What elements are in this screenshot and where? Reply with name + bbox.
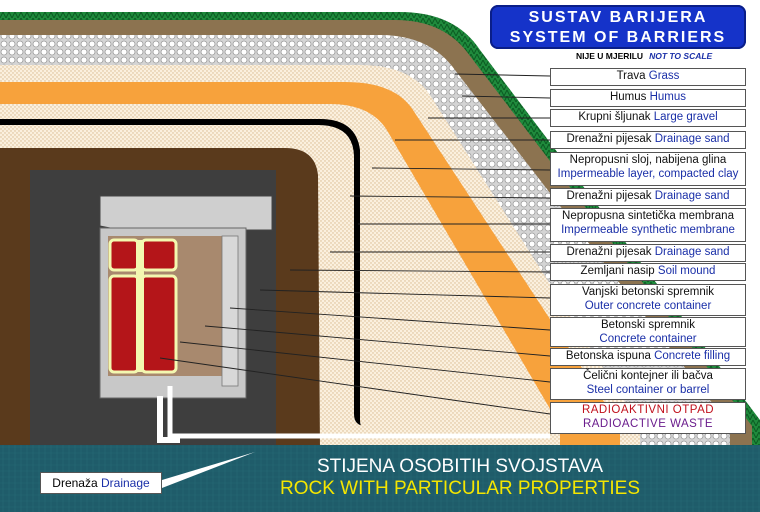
drainage-label-croatian: Drenaža	[52, 476, 98, 490]
label-en: Drainage sand	[654, 246, 730, 258]
barrel	[108, 238, 140, 272]
label-hr: Drenažni pijesak	[566, 190, 652, 202]
label-hr: Krupni šljunak	[578, 111, 651, 123]
leader-line	[461, 95, 551, 99]
leader-line	[204, 325, 551, 357]
label-radioactive-waste: RADIOAKTIVNI OTPAD RADIOACTIVE WASTE	[550, 402, 746, 434]
label-en: Soil mound	[657, 265, 716, 277]
label-en: Drainage sand	[654, 133, 730, 145]
leader-line	[179, 341, 551, 383]
label-en: RADIOACTIVE WASTE	[582, 418, 714, 430]
barrel	[140, 274, 178, 374]
label-en: Impermeable layer, compacted clay	[557, 168, 739, 180]
leader-line	[349, 195, 551, 199]
label-hr: Drenažni pijesak	[566, 246, 652, 258]
scale-note-english: NOT TO SCALE	[649, 51, 713, 61]
label-en: Outer concrete container	[584, 300, 712, 312]
label-hr: Betonska ispuna	[565, 350, 651, 362]
leader-line	[259, 289, 551, 299]
rock-label: STIJENA OSOBITIH SVOJSTAVA ROCK WITH PAR…	[210, 456, 710, 500]
title-english: SYSTEM OF BARRIERS	[509, 29, 727, 46]
leader-line	[289, 269, 551, 273]
rock-label-croatian: STIJENA OSOBITIH SVOJSTAVA	[316, 456, 604, 477]
rock-label-english: ROCK WITH PARTICULAR PROPERTIES	[280, 478, 640, 499]
drainage-pipe	[157, 396, 180, 443]
label-drainage-sand-1: Drenažni pijesak Drainage sand	[550, 131, 746, 149]
label-hr: Drenažni pijesak	[566, 133, 652, 145]
title-croatian: SUSTAV BARIJERA	[528, 9, 708, 26]
drainage-label-english: Drainage	[101, 476, 150, 490]
label-hr: Vanjski betonski spremnik	[581, 286, 715, 298]
inner-steel-wall	[221, 235, 239, 387]
label-en: Impermeable synthetic membrane	[561, 224, 735, 236]
label-en: Drainage sand	[654, 190, 730, 202]
label-hr: Humus	[609, 91, 647, 103]
label-hr: Zemljani nasip	[580, 265, 655, 277]
diagram-title: SUSTAV BARIJERA SYSTEM OF BARRIERS	[490, 5, 746, 49]
label-humus: Humus Humus	[550, 89, 746, 107]
barrel	[108, 274, 140, 374]
leader-line	[159, 357, 551, 415]
leader-line	[371, 167, 551, 171]
label-soil-mound: Zemljani nasip Soil mound	[550, 263, 746, 281]
barrel-band	[136, 240, 144, 372]
scale-note: NIJE U MJERILU NOT TO SCALE	[576, 51, 712, 61]
barrel	[140, 238, 178, 272]
leader-line	[454, 73, 551, 77]
label-en: Steel container or barrel	[586, 384, 710, 396]
label-hr: Betonski spremnik	[601, 319, 695, 331]
drainage-label: Drenaža Drainage	[40, 472, 162, 494]
label-hr: Nepropusni sloj, nabijena glina	[569, 154, 727, 166]
label-drainage-sand-2: Drenažni pijesak Drainage sand	[550, 188, 746, 206]
label-large-gravel: Krupni šljunak Large gravel	[550, 109, 746, 127]
label-grass: Trava Grass	[550, 68, 746, 86]
label-drainage-sand-3: Drenažni pijesak Drainage sand	[550, 244, 746, 262]
leader-line	[229, 307, 551, 331]
label-hr: RADIOAKTIVNI OTPAD	[581, 404, 715, 416]
waste-barrels	[108, 238, 178, 374]
label-concrete-filling: Betonska ispuna Concrete filling	[550, 348, 746, 366]
label-en: Large gravel	[653, 111, 718, 123]
label-en: Concrete filling	[654, 350, 731, 362]
label-hr: Nepropusna sintetička membrana	[562, 210, 734, 222]
scale-note-croatian: NIJE U MJERILU	[576, 51, 644, 61]
leader-lines	[159, 73, 551, 415]
label-hr: Čelični kontejner ili bačva	[583, 370, 713, 382]
drainage-leader	[162, 452, 255, 488]
label-en: Humus	[649, 91, 687, 103]
label-en: Grass	[648, 70, 680, 82]
drainage-pipe-vertical	[167, 386, 550, 439]
label-hr: Trava	[616, 70, 646, 82]
label-en: Concrete container	[599, 333, 697, 345]
